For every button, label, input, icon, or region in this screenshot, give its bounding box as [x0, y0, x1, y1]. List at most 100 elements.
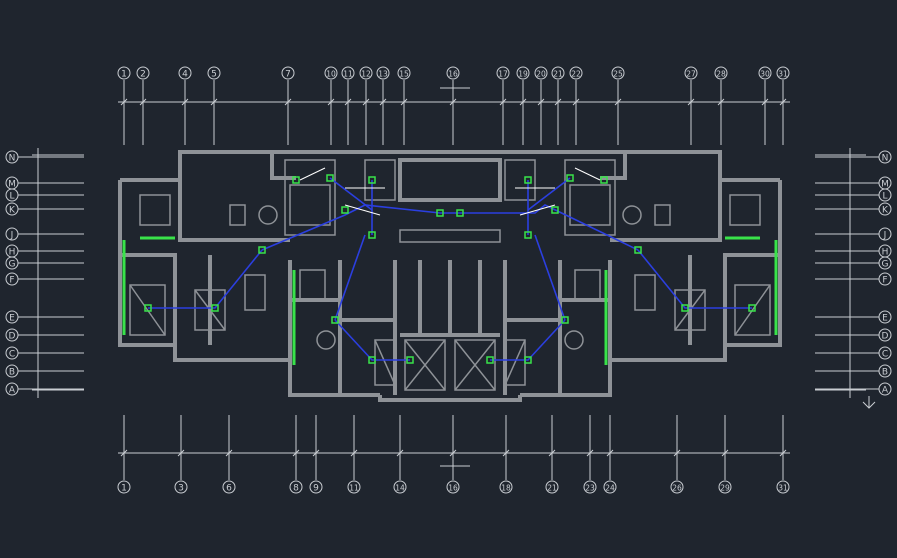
grid-bubble-label: N — [9, 153, 16, 163]
grid-bubble-bottom: 26 — [670, 415, 684, 494]
grid-bubble-label: 31 — [778, 69, 788, 78]
electrical-device-icon — [368, 176, 376, 184]
grid-bubble-top: 21 — [551, 66, 565, 145]
electrical-device-icon — [600, 176, 608, 184]
grid-bubble-label: 2 — [140, 69, 146, 79]
grid-bubble-label: A — [9, 385, 16, 395]
grid-bubble-top: 5 — [207, 66, 221, 145]
grid-bubble-label: C — [9, 349, 15, 359]
grid-bubble-label: G — [9, 259, 16, 269]
grid-bubble-label: 12 — [361, 69, 371, 78]
electrical-device-icon — [524, 176, 532, 184]
grid-bubble-label: D — [882, 331, 889, 341]
grid-bubble-label: 6 — [226, 483, 232, 493]
side-dimension-lines — [32, 148, 866, 398]
grid-bubble-top: 28 — [714, 66, 728, 145]
grid-bubble-right: E — [815, 310, 892, 324]
grid-bubble-label: N — [882, 153, 889, 163]
grid-bubble-bottom: 14 — [393, 415, 407, 494]
grid-bubble-right: L — [815, 188, 892, 202]
electrical-device-icon — [331, 316, 339, 324]
grid-bubble-label: 3 — [178, 483, 184, 493]
grid-bubble-label: 7 — [285, 69, 291, 79]
grid-bubble-left: C — [5, 346, 84, 360]
grid-bubble-top: 19 — [516, 66, 530, 145]
grid-bubble-bottom: 29 — [718, 415, 732, 494]
electrical-device-icon — [681, 304, 689, 312]
grid-bubble-label: F — [9, 275, 14, 285]
grid-bubble-label: 16 — [448, 69, 458, 78]
grid-bubble-bottom: 16 — [446, 415, 460, 494]
grid-bubble-label: 20 — [536, 69, 546, 78]
grid-bubble-top: 20 — [534, 66, 548, 145]
north-arrow-icon — [862, 396, 876, 409]
grid-bubble-bottom: 31 — [776, 415, 790, 494]
grid-bubble-right: J — [815, 227, 892, 241]
grid-bubble-label: E — [9, 313, 15, 323]
grid-bubble-bottom: 24 — [603, 415, 617, 494]
grid-bubble-left: G — [5, 256, 84, 270]
grid-bubble-right: G — [815, 256, 892, 270]
grid-bubble-label: B — [9, 367, 15, 377]
top-dimension-lines — [118, 87, 790, 103]
electrical-device-icon — [551, 206, 559, 214]
grid-bubble-label: 19 — [518, 69, 528, 78]
grid-bubble-right: N — [815, 150, 892, 164]
grid-bubble-bottom: 23 — [583, 415, 597, 494]
grid-bubble-top: 30 — [758, 66, 772, 145]
grid-bubble-label: 4 — [182, 69, 188, 79]
grid-bubble-label: 15 — [399, 69, 409, 78]
grid-bubble-left: D — [5, 328, 84, 342]
grid-bubble-top: 10 — [324, 66, 338, 145]
grid-bubble-label: E — [882, 313, 888, 323]
electrical-device-icon — [368, 231, 376, 239]
grid-bubble-right: F — [815, 272, 892, 286]
grid-bubble-left: N — [5, 150, 84, 164]
grid-bubble-right: K — [815, 202, 892, 216]
grid-bubble-left: B — [5, 364, 84, 378]
grid-bubble-label: M — [8, 179, 16, 189]
electrical-device-icon — [566, 174, 574, 182]
grid-bubble-right: H — [815, 244, 892, 258]
grid-bubble-top: 4 — [178, 66, 192, 145]
grid-bubble-bottom: 6 — [222, 415, 236, 494]
grid-bubble-top: 17 — [496, 66, 510, 145]
grid-bubble-top: 31 — [776, 66, 790, 145]
grid-bubble-label: 31 — [778, 483, 788, 492]
grid-bubble-top: 12 — [359, 66, 373, 145]
grid-bubble-left: F — [5, 272, 84, 286]
grid-bubble-label: 27 — [686, 69, 696, 78]
grid-bubble-label: M — [881, 179, 889, 189]
grid-bubble-top: 13 — [376, 66, 390, 145]
building-walls — [118, 150, 782, 402]
grid-bubble-label: 14 — [395, 483, 405, 492]
grid-bubble-label: 13 — [378, 69, 388, 78]
grid-bubble-label: G — [882, 259, 889, 269]
grid-bubble-label: A — [882, 385, 889, 395]
grid-bubble-label: 28 — [716, 69, 726, 78]
grid-bubble-label: 29 — [720, 483, 730, 492]
electrical-device-icon — [436, 209, 444, 217]
grid-bubble-top: 25 — [611, 66, 625, 145]
grid-bubble-label: 21 — [547, 483, 557, 492]
grid-bubble-bottom: 8 — [289, 415, 303, 494]
grid-bubble-label: H — [882, 247, 889, 257]
grid-bubble-top: 7 — [281, 66, 295, 145]
grid-bubble-label: F — [882, 275, 887, 285]
grid-bubble-label: 11 — [343, 69, 353, 78]
grid-bubble-label: 1 — [121, 69, 127, 79]
electrical-device-icon — [524, 356, 532, 364]
grid-bubble-bottom: 9 — [309, 415, 323, 494]
wall-details — [129, 159, 771, 391]
grid-bubble-top: 22 — [569, 66, 583, 145]
grid-bubble-label: K — [882, 205, 889, 215]
grid-bubble-left: K — [5, 202, 84, 216]
grid-bubble-top: 11 — [341, 66, 355, 145]
cable-runs — [148, 177, 752, 361]
device-markers — [144, 174, 756, 364]
grid-bubble-right: B — [815, 364, 892, 378]
